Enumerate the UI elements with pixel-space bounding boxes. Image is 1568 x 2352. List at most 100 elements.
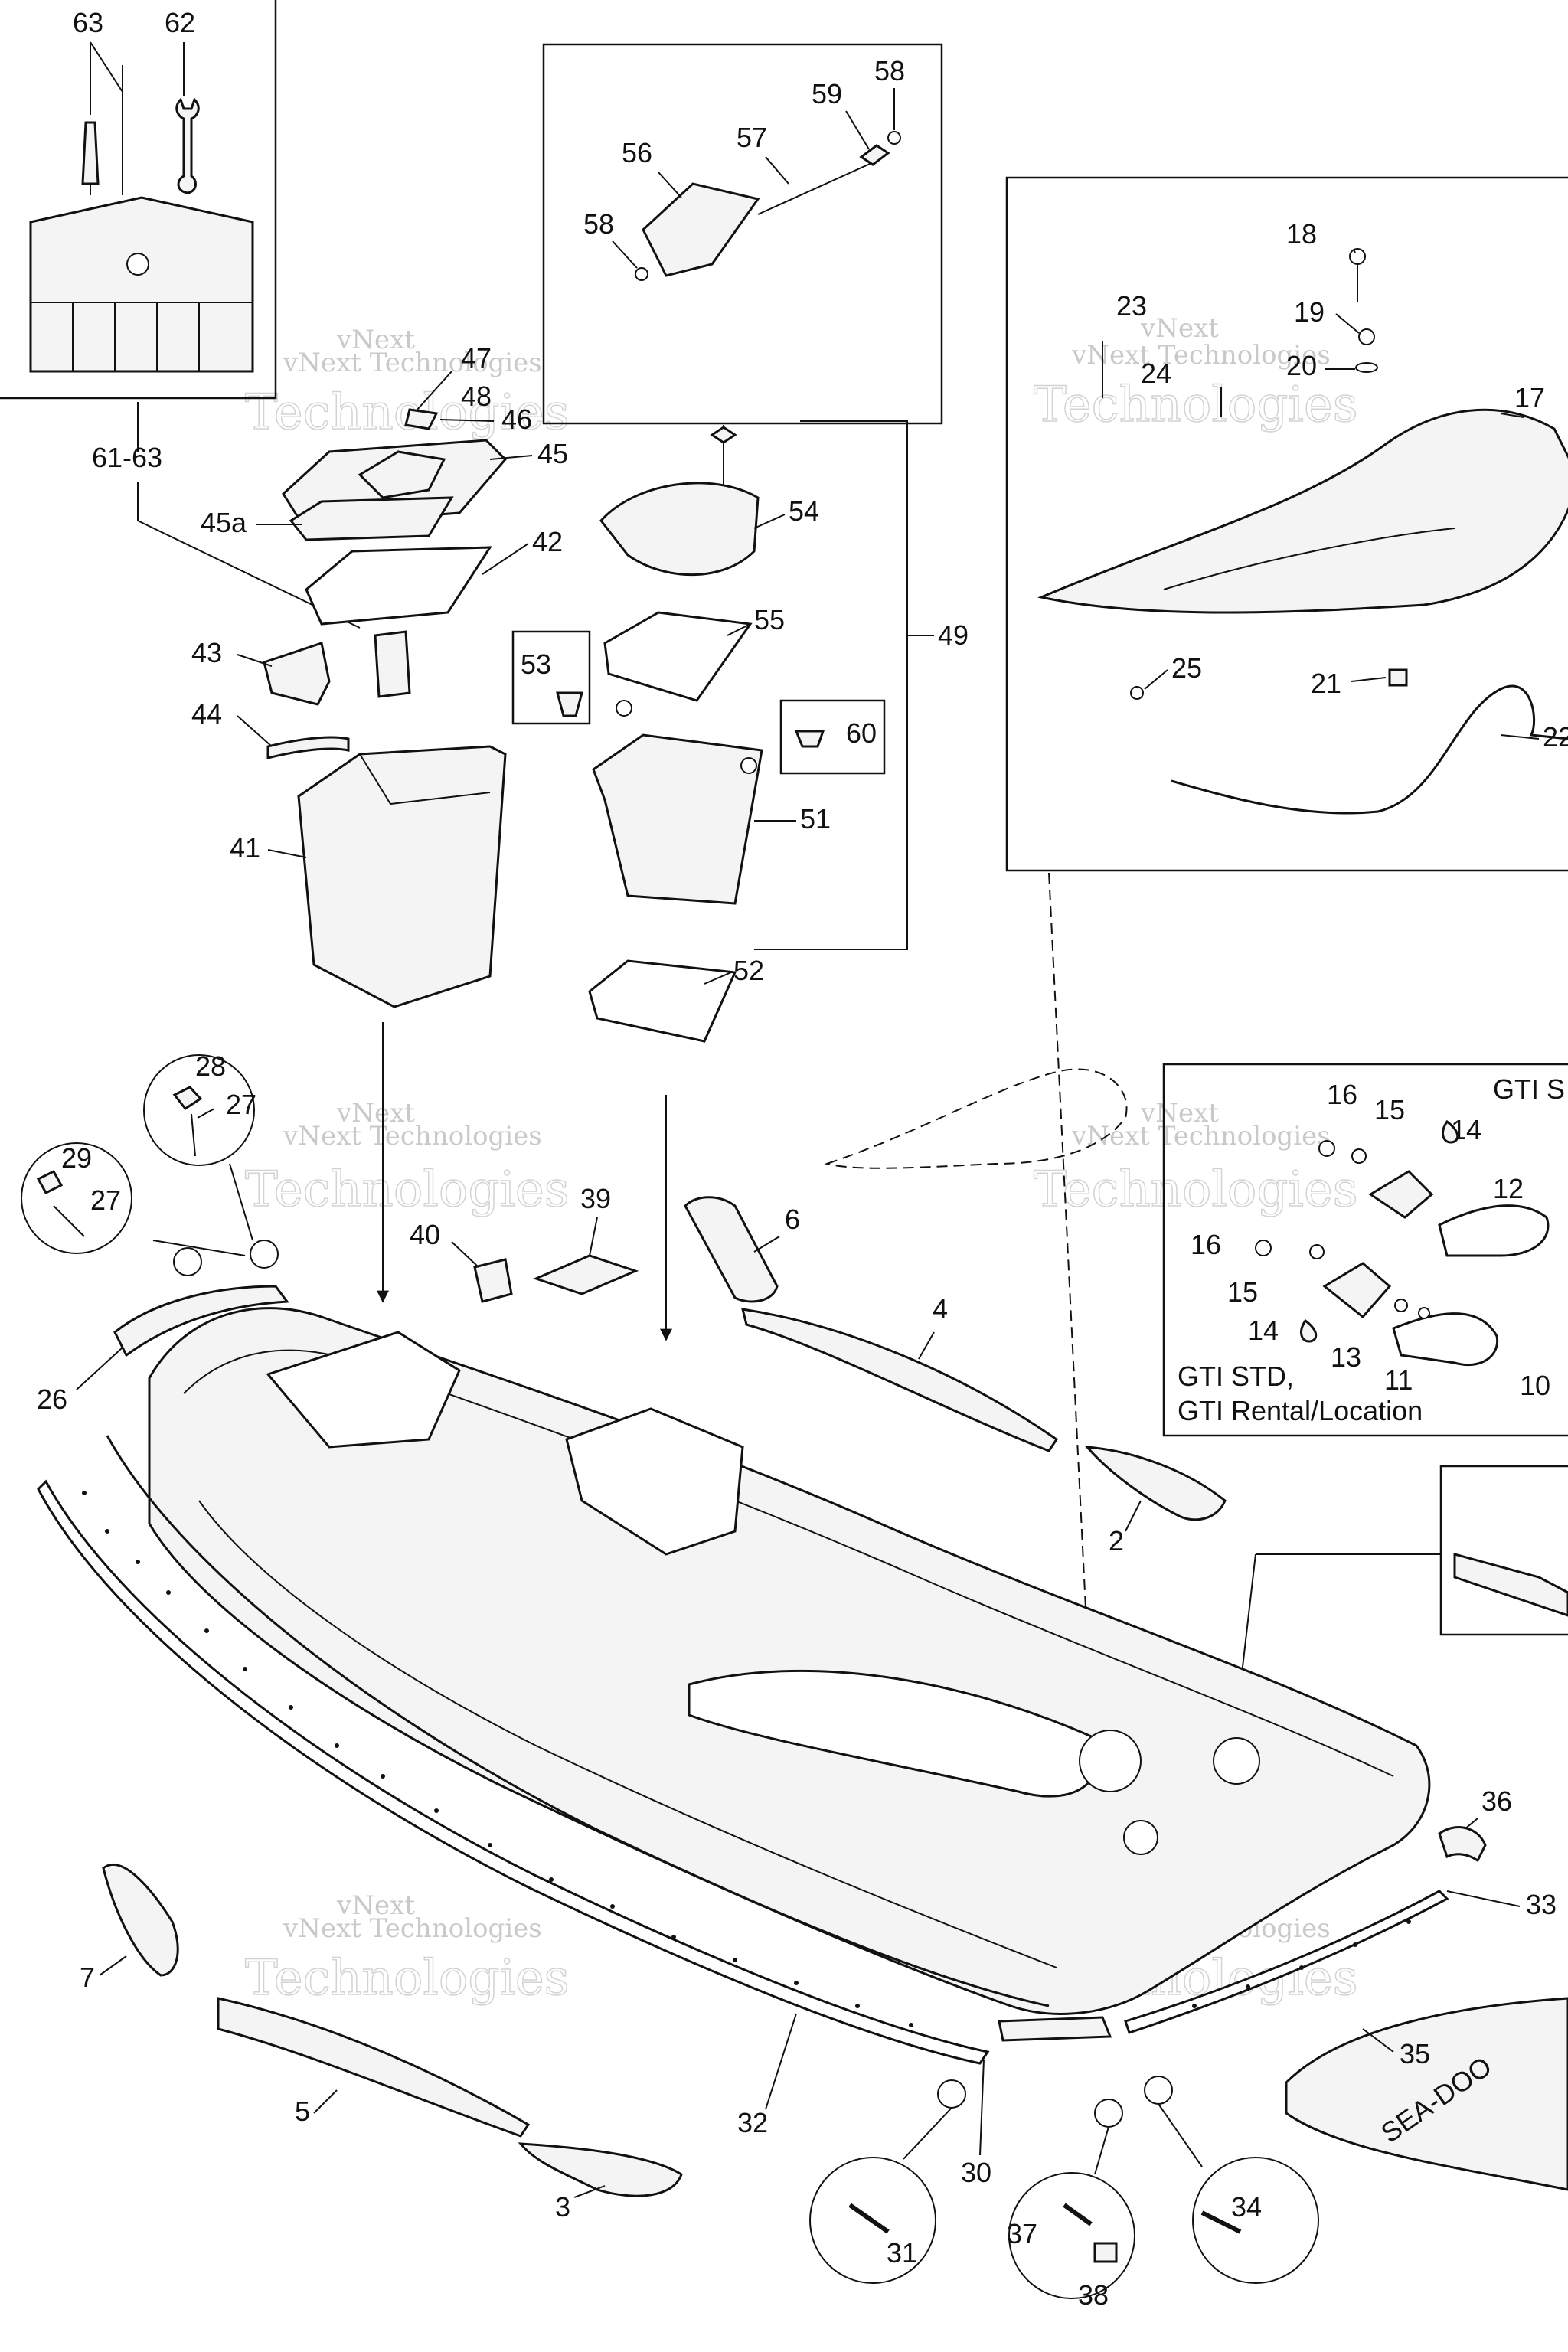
cover-56 bbox=[642, 182, 760, 277]
bolt-18 bbox=[1349, 248, 1366, 265]
callout-16-b: 16 bbox=[1191, 1229, 1221, 1260]
pump-hole bbox=[1079, 1730, 1142, 1792]
callout-17: 17 bbox=[1514, 382, 1545, 413]
callout-61-63: 61-63 bbox=[92, 442, 162, 473]
watermark-line2: vNext Technologies bbox=[283, 1913, 542, 1944]
callout-7: 7 bbox=[80, 1962, 95, 1993]
latch-43 bbox=[263, 642, 331, 706]
decal-2 bbox=[1084, 1446, 1227, 1521]
callout-4: 4 bbox=[933, 1293, 948, 1325]
callout-6: 6 bbox=[785, 1204, 800, 1235]
wrench-icon bbox=[175, 97, 200, 194]
callout-21: 21 bbox=[1311, 668, 1341, 699]
callout-57: 57 bbox=[737, 122, 767, 153]
callout-5: 5 bbox=[295, 2096, 310, 2127]
fastener-top bbox=[710, 426, 737, 444]
cover-frame-45a bbox=[289, 496, 454, 541]
decal-seadoo bbox=[1285, 1997, 1568, 2191]
variant-gti-std: GTI STD, bbox=[1178, 1361, 1294, 1392]
bracket-13 bbox=[1322, 1262, 1392, 1319]
decal-5 bbox=[217, 1997, 531, 2138]
watermark-line3: Technologies bbox=[245, 1950, 570, 2007]
rub-rail-32 bbox=[37, 1479, 990, 2065]
decal-6 bbox=[684, 1196, 779, 1303]
loop-12 bbox=[1438, 1204, 1550, 1257]
decal-7 bbox=[102, 1863, 179, 1977]
watermark-line3: Technologies bbox=[1034, 377, 1358, 433]
callout-29: 29 bbox=[61, 1142, 92, 1174]
decal-4 bbox=[740, 1308, 1059, 1452]
grease-drop-icon bbox=[1442, 1119, 1459, 1144]
callout-25: 25 bbox=[1171, 652, 1202, 684]
glove-box-cover-inset: 56 57 59 58 58 bbox=[542, 43, 943, 499]
rear-grab-handle-inset: 18 19 20 23 24 17 25 21 22 bbox=[1005, 176, 1568, 872]
watermark-line2: vNext Technologies bbox=[1071, 1121, 1331, 1152]
vent-40 bbox=[473, 1258, 513, 1303]
callout-63: 63 bbox=[73, 7, 103, 38]
callout-36: 36 bbox=[1481, 1785, 1512, 1817]
rail-screws bbox=[82, 1491, 1411, 2027]
drain-hole bbox=[1123, 1820, 1158, 1855]
tool-bag-logo bbox=[126, 253, 149, 276]
watermark-group: vNext vNext Technologies Technologies vN… bbox=[244, 313, 1358, 2007]
watermark-line1: vNext bbox=[336, 1098, 415, 1129]
watermark-line3: Technologies bbox=[1034, 1161, 1358, 1218]
footwell bbox=[688, 1669, 1099, 1798]
callout-2: 2 bbox=[1109, 1525, 1124, 1557]
hull-group bbox=[148, 1307, 1431, 2015]
callout-15: 15 bbox=[1374, 1094, 1405, 1125]
loop-10 bbox=[1392, 1312, 1499, 1367]
callout-39: 39 bbox=[580, 1183, 611, 1214]
inset-circle-29-27 bbox=[21, 1142, 132, 1254]
variant-gti-s: GTI S bbox=[1493, 1073, 1565, 1105]
inset-frame bbox=[542, 43, 943, 425]
gasket-55 bbox=[603, 611, 753, 702]
clip-58b bbox=[635, 267, 648, 281]
callout-45: 45 bbox=[537, 438, 568, 469]
nut-28 bbox=[172, 1086, 203, 1111]
callout-44: 44 bbox=[191, 698, 222, 730]
tool-bag bbox=[29, 196, 254, 373]
tool-kit-inset: 63 62 bbox=[0, 0, 277, 400]
washer-19 bbox=[1358, 328, 1375, 345]
variant-gti-rental: GTI Rental/Location bbox=[1178, 1395, 1423, 1426]
callout-16: 16 bbox=[1327, 1079, 1357, 1110]
rub-rail-35 bbox=[1124, 1890, 1449, 2034]
callout-20: 20 bbox=[1286, 350, 1317, 381]
clip-46 bbox=[404, 408, 439, 430]
strap-44 bbox=[266, 736, 350, 760]
watermark-line1: vNext bbox=[1140, 1098, 1219, 1129]
watermark-line2: vNext Technologies bbox=[1071, 340, 1331, 371]
callout-32: 32 bbox=[737, 2107, 768, 2138]
inset-circle-34 bbox=[1192, 2157, 1319, 2284]
clip-58 bbox=[887, 131, 901, 145]
callout-58-b: 58 bbox=[583, 208, 614, 240]
hull-body bbox=[148, 1307, 1431, 2015]
callout-41: 41 bbox=[230, 832, 260, 864]
plug-60 bbox=[794, 730, 825, 748]
callout-27-b: 27 bbox=[90, 1184, 121, 1216]
bracket-part bbox=[374, 630, 411, 698]
callout-13: 13 bbox=[1331, 1341, 1361, 1373]
inset-callout-circle bbox=[1213, 1737, 1260, 1785]
rear-fastener-insets: 31 37 38 34 bbox=[809, 2076, 1319, 2311]
watermark-line1: vNext bbox=[336, 325, 415, 355]
callout-53: 53 bbox=[521, 648, 551, 680]
cap-38 bbox=[1093, 2242, 1118, 2263]
callout-38: 38 bbox=[1078, 2279, 1109, 2311]
callout-27: 27 bbox=[226, 1089, 256, 1120]
callout-54: 54 bbox=[789, 495, 819, 527]
callout-62: 62 bbox=[165, 7, 195, 38]
callout-11: 11 bbox=[1384, 1364, 1413, 1396]
seat-dashed-leader bbox=[1048, 872, 1088, 1639]
front-bumper-26 bbox=[113, 1285, 289, 1357]
storage-bin-41 bbox=[297, 745, 507, 1008]
plug-53 bbox=[556, 691, 583, 717]
callout-49: 49 bbox=[938, 619, 969, 651]
callout-33: 33 bbox=[1526, 1889, 1557, 1920]
lid-54 bbox=[599, 482, 760, 577]
callout-60: 60 bbox=[846, 717, 877, 749]
cleat-strip bbox=[1453, 1553, 1568, 1617]
watermark-line1: vNext bbox=[336, 1890, 415, 1921]
